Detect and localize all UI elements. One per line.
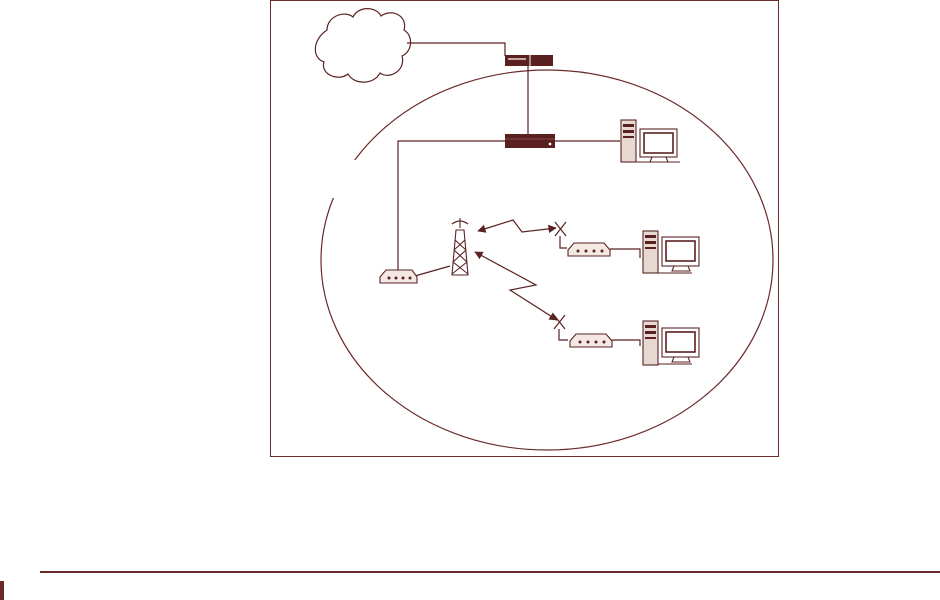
- receiver-mark-1: [555, 222, 567, 248]
- computer-icon: [621, 120, 680, 162]
- modem-icon: [380, 270, 417, 283]
- ellipse-gap: [505, 166, 735, 196]
- wireless-link-2: [475, 252, 557, 320]
- footer-rule: [40, 571, 940, 573]
- footer-tab: [0, 581, 4, 600]
- link-internet-edge-router: [407, 43, 505, 56]
- computer-icon: [643, 231, 699, 273]
- modem-icon: [568, 243, 610, 256]
- link-modem2-pc2: [612, 340, 640, 346]
- modem-icon: [570, 334, 612, 347]
- link-modem-tower: [415, 266, 450, 276]
- coverage-area-ellipse: [321, 70, 773, 450]
- link-core-base-modem: [398, 141, 505, 276]
- antenna-tower-icon: [452, 218, 468, 275]
- router-icon: [505, 55, 553, 66]
- wireless-links: [475, 220, 568, 340]
- router-icon: [505, 134, 555, 148]
- ellipse-gap: [330, 160, 412, 198]
- wireless-link-1: [478, 220, 556, 232]
- link-modem1-pc1: [610, 249, 640, 258]
- cloud-icon: [315, 9, 410, 83]
- computer-icon: [643, 321, 699, 365]
